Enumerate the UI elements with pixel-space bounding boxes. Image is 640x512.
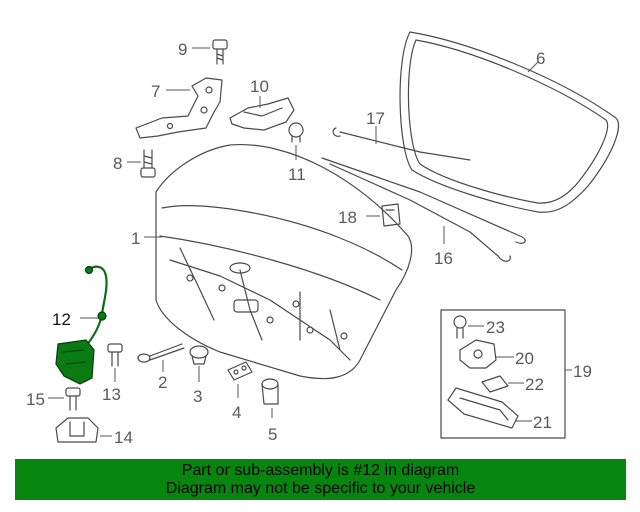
part-16-torsion-bar <box>321 157 526 262</box>
label-13: 13 <box>102 385 121 404</box>
label-23: 23 <box>486 318 505 337</box>
part-23-screw <box>453 315 467 339</box>
part-6-weatherstrip <box>399 31 620 213</box>
part-18-bumper <box>381 203 401 227</box>
part-5-cap <box>261 378 279 405</box>
part-14-striker <box>55 417 99 443</box>
label-2: 2 <box>158 373 167 392</box>
label-6: 6 <box>536 49 545 68</box>
part-10-bracket <box>229 97 295 131</box>
label-9: 9 <box>178 40 187 59</box>
part-20-switch <box>459 339 497 369</box>
label-17: 17 <box>366 109 385 128</box>
part-15-bolt <box>65 387 81 411</box>
label-20: 20 <box>515 349 534 368</box>
label-18: 18 <box>338 208 357 227</box>
part-21-lamp <box>447 387 519 429</box>
part-7-hinge <box>135 77 223 139</box>
label-5: 5 <box>268 425 277 444</box>
part-3-plug <box>189 345 209 365</box>
part-22-pad <box>481 375 509 393</box>
banner-line-1: Part or sub-assembly is #12 in diagram <box>181 461 460 479</box>
label-11: 11 <box>288 165 306 184</box>
part-12-latch-cable <box>55 265 108 385</box>
label-15: 15 <box>26 390 45 409</box>
label-7: 7 <box>151 82 160 101</box>
banner-line-2: Diagram may not be specific to your vehi… <box>165 479 476 497</box>
label-22: 22 <box>525 375 544 394</box>
part-8-bolt <box>140 149 156 178</box>
label-10: 10 <box>250 77 269 96</box>
part-11-bolt <box>288 122 304 143</box>
label-14: 14 <box>114 428 133 447</box>
label-8: 8 <box>113 154 122 173</box>
part-2-pin <box>137 343 185 363</box>
label-12: 12 <box>52 310 71 329</box>
group-19-box <box>440 309 566 439</box>
label-16: 16 <box>434 249 453 268</box>
label-19: 19 <box>573 362 592 381</box>
part-17-rod <box>332 127 471 161</box>
label-3: 3 <box>193 387 202 406</box>
label-1: 1 <box>131 229 140 248</box>
parts-diagram: 6 9 7 10 11 8 17 <box>26 31 620 447</box>
part-9-bolt <box>212 39 228 65</box>
info-banner: Part or sub-assembly is #12 in diagram D… <box>15 459 626 500</box>
label-4: 4 <box>232 403 241 422</box>
label-21: 21 <box>533 413 552 432</box>
part-13-bolt <box>107 343 123 367</box>
part-4-grommet <box>227 361 253 381</box>
part-1-trunk-lid <box>155 143 413 380</box>
